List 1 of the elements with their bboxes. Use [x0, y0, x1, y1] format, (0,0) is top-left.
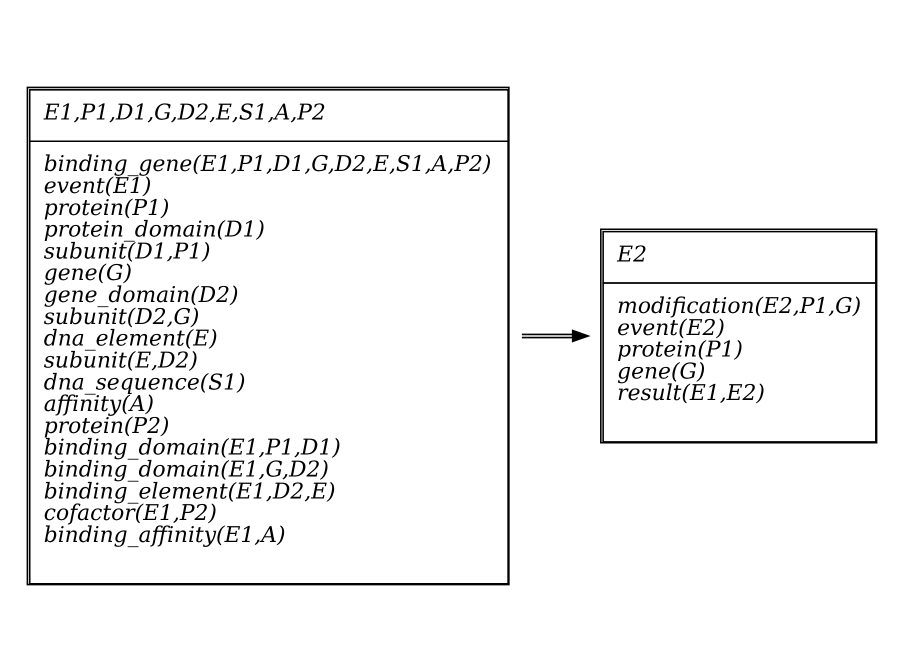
arrow [522, 328, 591, 342]
